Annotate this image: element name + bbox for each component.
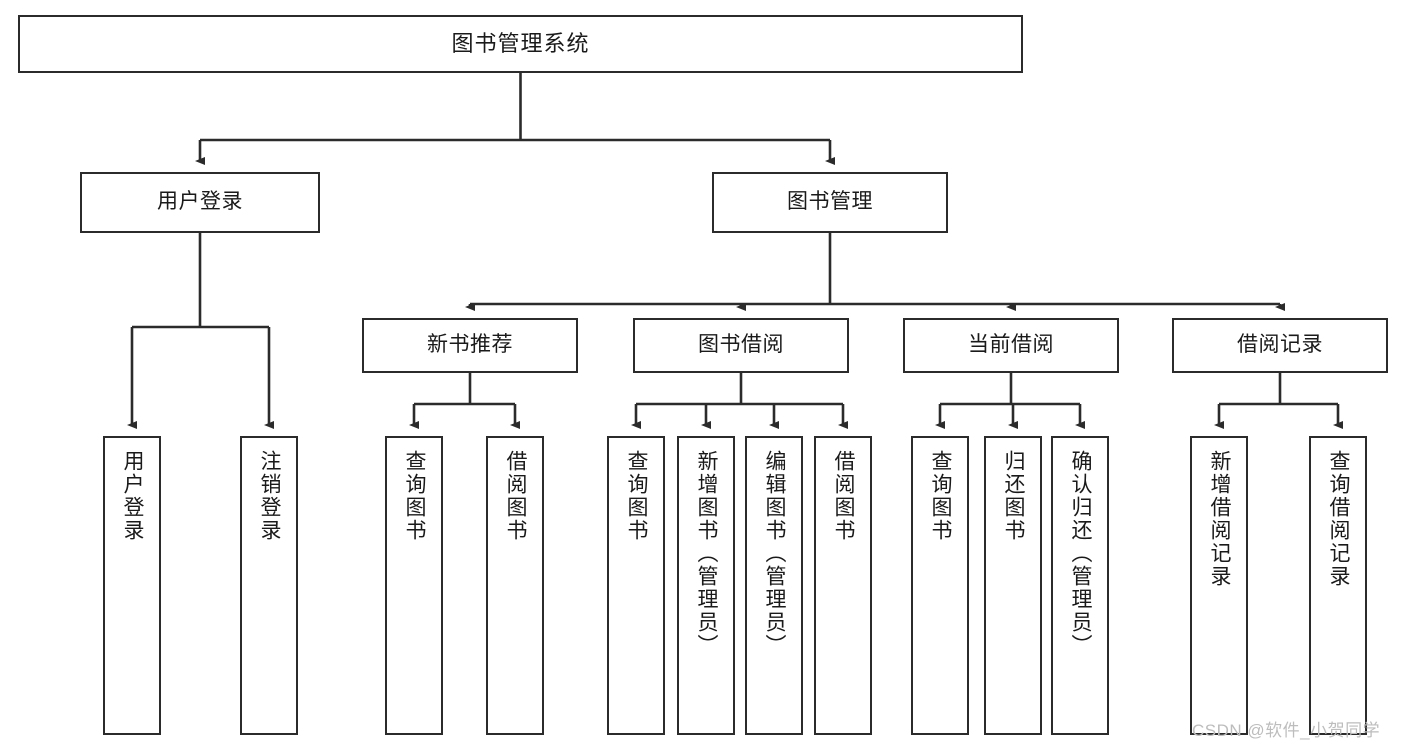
node-label: 查询图书 xyxy=(403,450,427,542)
node-label: 新增借阅记录 xyxy=(1208,450,1232,588)
node-leaf_logout[interactable]: 注销登录 xyxy=(240,436,298,735)
node-label: 图书管理系统 xyxy=(451,31,590,57)
node-leaf_bb_query[interactable]: 查询图书 xyxy=(607,436,665,735)
node-label: 编辑图书（管理员） xyxy=(763,450,787,657)
node-current_borrow[interactable]: 当前借阅 xyxy=(903,318,1119,373)
node-label: 查询图书 xyxy=(929,450,953,542)
node-new_book_rec[interactable]: 新书推荐 xyxy=(362,318,578,373)
node-label: 借阅记录 xyxy=(1237,333,1323,357)
node-user_login[interactable]: 用户登录 xyxy=(80,172,320,233)
node-label: 归还图书 xyxy=(1002,450,1026,542)
node-leaf_cb_confirm[interactable]: 确认归还（管理员） xyxy=(1051,436,1109,735)
node-leaf_cb_return[interactable]: 归还图书 xyxy=(984,436,1042,735)
node-label: 注销登录 xyxy=(258,450,282,542)
node-leaf_br_query[interactable]: 查询借阅记录 xyxy=(1309,436,1367,735)
node-label: 图书管理 xyxy=(787,190,873,214)
node-label: 用户登录 xyxy=(121,450,145,542)
node-label: 借阅图书 xyxy=(504,450,528,542)
node-label: 新增图书（管理员） xyxy=(695,450,719,657)
csdn-watermark: CSDN @软件_小贺同学 xyxy=(1192,721,1381,740)
node-book_manage[interactable]: 图书管理 xyxy=(712,172,948,233)
node-label: 新书推荐 xyxy=(427,333,513,357)
node-label: 借阅图书 xyxy=(832,450,856,542)
node-leaf_user_login[interactable]: 用户登录 xyxy=(103,436,161,735)
node-label: 确认归还（管理员） xyxy=(1069,450,1093,657)
node-label: 当前借阅 xyxy=(968,333,1054,357)
node-leaf_cb_query[interactable]: 查询图书 xyxy=(911,436,969,735)
node-leaf_nbr_borrow[interactable]: 借阅图书 xyxy=(486,436,544,735)
node-borrow_record[interactable]: 借阅记录 xyxy=(1172,318,1388,373)
node-leaf_bb_borrow[interactable]: 借阅图书 xyxy=(814,436,872,735)
node-label: 查询图书 xyxy=(625,450,649,542)
node-leaf_bb_edit[interactable]: 编辑图书（管理员） xyxy=(745,436,803,735)
node-leaf_nbr_query[interactable]: 查询图书 xyxy=(385,436,443,735)
node-label: 查询借阅记录 xyxy=(1327,450,1351,588)
node-leaf_br_add[interactable]: 新增借阅记录 xyxy=(1190,436,1248,735)
node-leaf_bb_add[interactable]: 新增图书（管理员） xyxy=(677,436,735,735)
node-label: 图书借阅 xyxy=(698,333,784,357)
node-label: 用户登录 xyxy=(157,190,243,214)
node-book_borrow[interactable]: 图书借阅 xyxy=(633,318,849,373)
node-root-图书管理系统[interactable]: 图书管理系统 xyxy=(18,15,1023,73)
